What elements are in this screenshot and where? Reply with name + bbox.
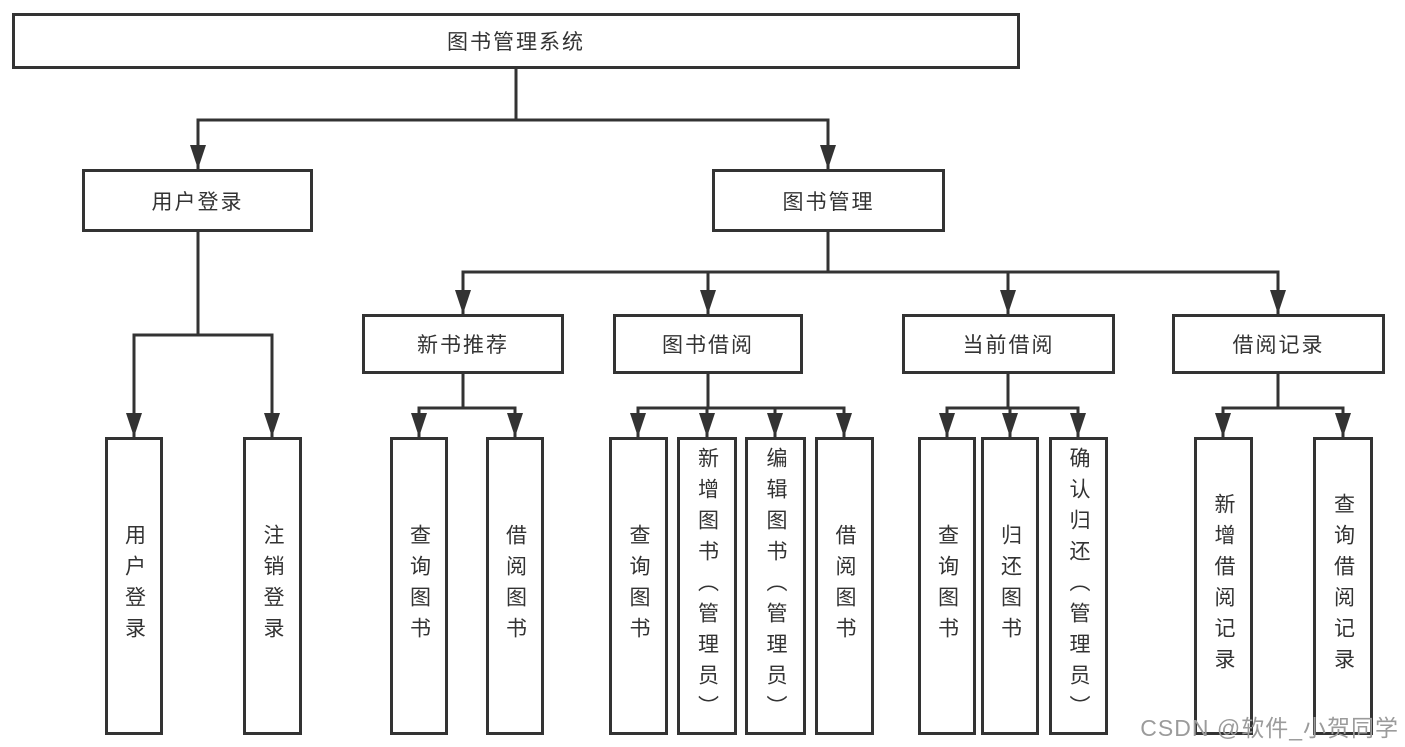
node-book-borrow-label: 图书借阅 bbox=[662, 334, 754, 357]
node-new-book-recommend-label: 新书推荐 bbox=[417, 334, 509, 357]
node-borrow-records-label: 借阅记录 bbox=[1232, 334, 1325, 357]
node-borrow-records: 借阅记录 bbox=[1172, 314, 1385, 374]
leaf-edit-book-admin: 编辑图书（管理员） bbox=[745, 437, 806, 735]
leaf-query-borrow-record: 查询借阅记录 bbox=[1313, 437, 1373, 735]
node-current-borrow-label: 当前借阅 bbox=[962, 334, 1055, 357]
leaf-add-book-admin: 新增图书（管理员） bbox=[677, 437, 737, 735]
leaf-return-book: 归还图书 bbox=[981, 437, 1039, 735]
leaf-query-books-recommend: 查询图书 bbox=[390, 437, 448, 735]
leaf-query-borrow-record-label: 查询借阅记录 bbox=[1331, 493, 1355, 679]
leaf-logout: 注销登录 bbox=[243, 437, 302, 735]
leaf-confirm-return-admin-label: 确认归还（管理员） bbox=[1067, 446, 1090, 726]
node-current-borrow: 当前借阅 bbox=[902, 314, 1115, 374]
leaf-query-books-current: 查询图书 bbox=[918, 437, 976, 735]
leaf-edit-book-admin-label: 编辑图书（管理员） bbox=[764, 446, 787, 726]
leaf-borrow-books-recommend: 借阅图书 bbox=[486, 437, 544, 735]
leaf-return-book-label: 归还图书 bbox=[998, 524, 1022, 648]
leaf-query-books-recommend-label: 查询图书 bbox=[407, 524, 431, 648]
leaf-user-login-label: 用户登录 bbox=[122, 524, 146, 648]
tree-elbow-lines bbox=[132, 66, 1345, 410]
leaf-logout-label: 注销登录 bbox=[261, 524, 284, 648]
leaf-add-borrow-record-label: 新增借阅记录 bbox=[1212, 493, 1235, 679]
node-new-book-recommend: 新书推荐 bbox=[362, 314, 564, 374]
leaf-query-books-current-label: 查询图书 bbox=[935, 524, 959, 648]
leaf-borrow-books-recommend-label: 借阅图书 bbox=[503, 524, 527, 648]
leaf-confirm-return-admin: 确认归还（管理员） bbox=[1049, 437, 1108, 735]
leaf-add-borrow-record: 新增借阅记录 bbox=[1194, 437, 1253, 735]
node-book-management: 图书管理 bbox=[712, 169, 945, 232]
node-book-management-label: 图书管理 bbox=[782, 190, 875, 214]
tree-arrow-lines bbox=[126, 120, 1351, 437]
node-user-login: 用户登录 bbox=[82, 169, 313, 232]
node-book-borrow: 图书借阅 bbox=[613, 314, 803, 374]
leaf-borrow-books: 借阅图书 bbox=[815, 437, 874, 735]
node-root-system: 图书管理系统 bbox=[12, 13, 1020, 69]
node-user-login-label: 用户登录 bbox=[151, 190, 244, 214]
leaf-borrow-books-label: 借阅图书 bbox=[833, 524, 856, 648]
leaf-user-login: 用户登录 bbox=[105, 437, 163, 735]
leaf-query-books-borrow-label: 查询图书 bbox=[627, 524, 650, 648]
node-root-system-label: 图书管理系统 bbox=[447, 31, 585, 54]
leaf-query-books-borrow: 查询图书 bbox=[609, 437, 668, 735]
leaf-add-book-admin-label: 新增图书（管理员） bbox=[695, 446, 719, 726]
csdn-watermark: CSDN @软件_小贺同学 bbox=[1140, 715, 1399, 741]
